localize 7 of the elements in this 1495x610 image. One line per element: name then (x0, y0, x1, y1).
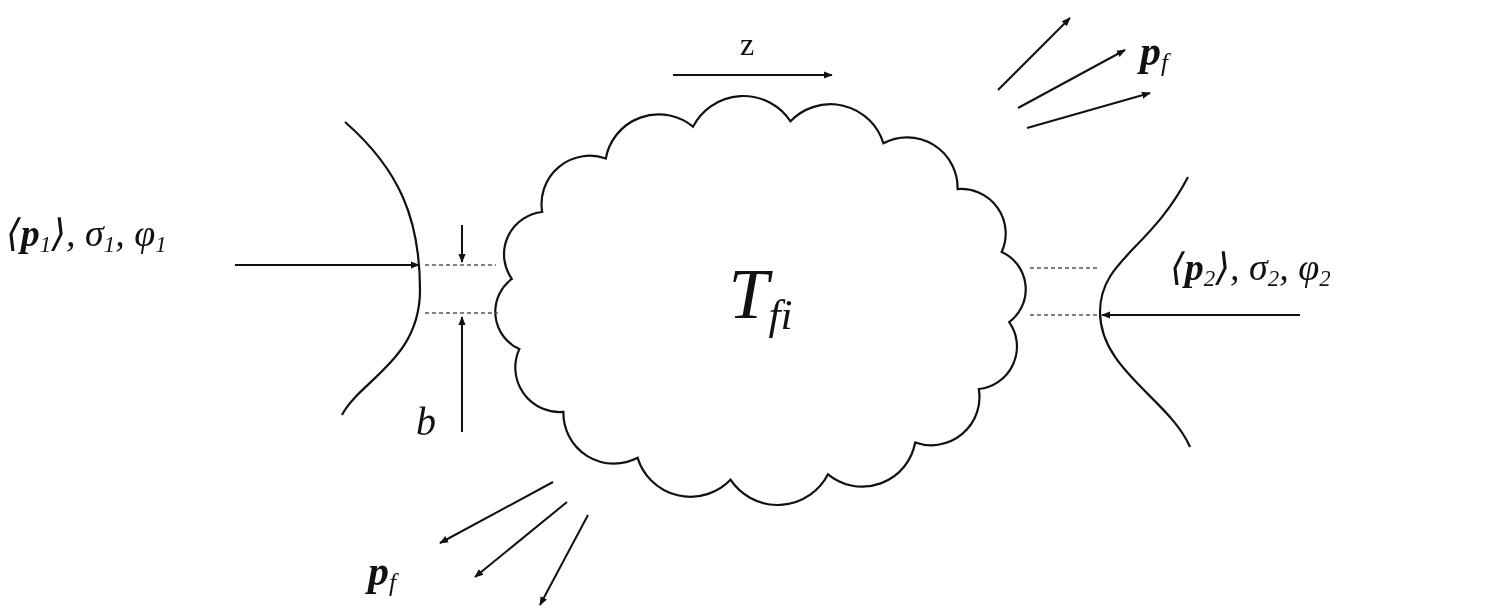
axis-label: z (740, 28, 755, 60)
beam-parameters-label: ⟨p$_{2}$⟩, σ$_{2}$, φ$_{2}$ (1170, 248, 1331, 291)
arrow (1101, 311, 1301, 319)
impact-parameter-label: b (416, 402, 436, 442)
beam-parameters-label: ⟨p$_{1}$⟩, σ$_{1}$, φ$_{1}$ (6, 214, 167, 257)
arrow (234, 261, 420, 269)
math-symbol: T$_{fi}$ (728, 257, 793, 336)
